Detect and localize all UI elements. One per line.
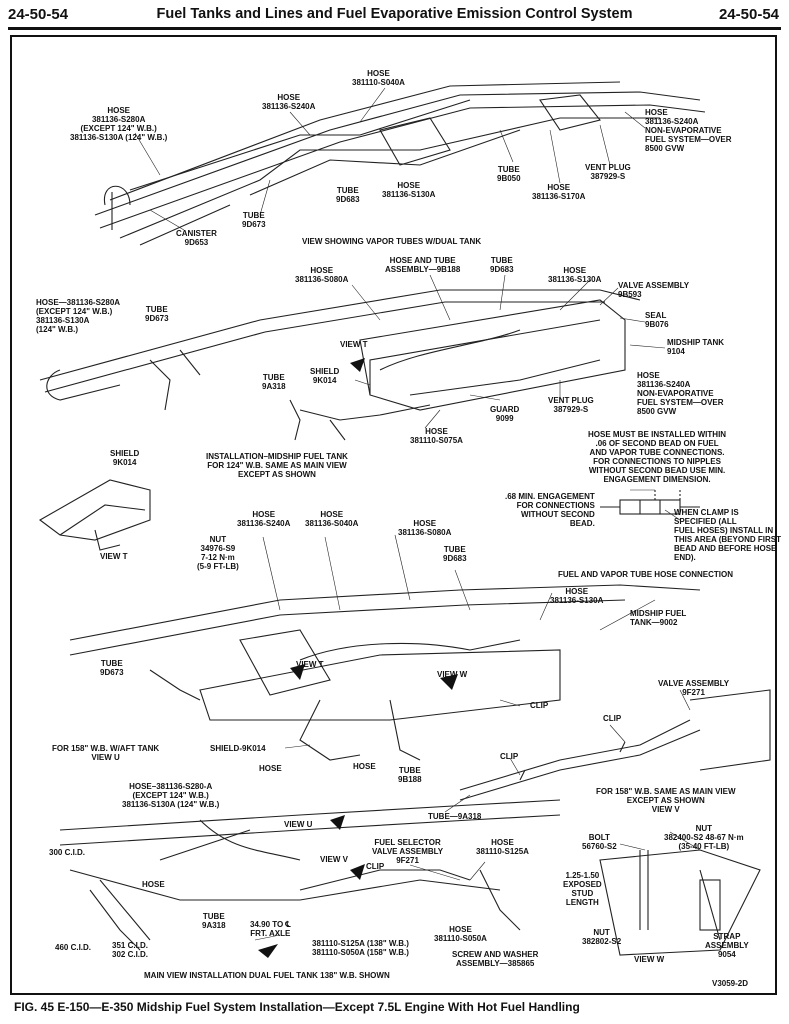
callout-hose-381136-s170a: HOSE 381136-S170A xyxy=(532,183,586,201)
callout-valve-assembly-9b593: VALVE ASSEMBLY 9B593 xyxy=(618,281,690,299)
callout-valve-assembly-9f271: VALVE ASSEMBLY 9F271 xyxy=(658,679,730,697)
callout-view-v-main: VIEW V xyxy=(320,855,349,864)
callout-bolt-56760-s2: BOLT 56760-S2 xyxy=(582,833,617,851)
callout-hose-381136-s130a-aft: HOSE 381136-S130A xyxy=(550,587,604,605)
callout-view-t-shield: SHIELD 9K014 xyxy=(110,449,140,467)
callout-hose-381136-s080a-aft: HOSE 381136-S080A xyxy=(398,519,452,537)
callout-exposed-stud-length: 1.25-1.50 EXPOSED STUD LENGTH xyxy=(563,871,602,907)
page-title: Fuel Tanks and Lines and Fuel Evaporativ… xyxy=(156,6,633,22)
callout-tube-9d683: TUBE 9D683 xyxy=(336,186,360,204)
callout-clip-view-v-b: CLIP xyxy=(500,752,519,761)
callout-tube-9b050: TUBE 9B050 xyxy=(497,165,521,183)
callout-guard-9099: GUARD 9099 xyxy=(490,405,520,423)
callout-hose-381110-s125a: HOSE 381110-S125A xyxy=(476,838,529,856)
callout-min-engagement: .68 MIN. ENGAGEMENT FOR CONNECTIONS WITH… xyxy=(505,492,595,528)
callout-tube-9a318: TUBE 9A318 xyxy=(262,373,286,391)
callout-view-t-aft: VIEW T xyxy=(296,660,324,669)
callout-tube-9a318-main: TUBE 9A318 xyxy=(202,912,226,930)
callout-tube-9d673-midship: TUBE 9D673 xyxy=(145,305,169,323)
callout-hose-381136-s280a: HOSE 381136-S280A (EXCEPT 124" W.B.) 381… xyxy=(70,106,168,142)
main-view-drawing xyxy=(59,799,561,951)
callout-shield-9k014: SHIELD 9K014 xyxy=(310,367,340,385)
callout-shield-9k014-aft: SHIELD-9K014 xyxy=(210,744,266,753)
vapor-tube-drawing xyxy=(94,81,706,246)
header-rule xyxy=(8,27,781,30)
figure-caption: FIG. 45 E-150—E-350 Midship Fuel System … xyxy=(14,1000,580,1014)
callout-hose-381110-s040a: HOSE 381110-S040A xyxy=(352,69,405,87)
callout-nut-382802-s2: NUT 382802-S2 xyxy=(582,928,622,946)
callout-hose-381136-s130a-midship: HOSE 381136-S130A xyxy=(548,266,602,284)
view-t-shield-drawing xyxy=(39,479,151,551)
callout-hose-wheelbase: 381110-S125A (138" W.B.) 381110-S050A (1… xyxy=(312,939,409,957)
callout-hose-381136-s240a: HOSE 381136-S240A xyxy=(262,93,316,111)
callout-460-cid: 460 C.I.D. xyxy=(55,943,92,952)
callout-tube-9d673: TUBE 9D673 xyxy=(242,211,266,229)
hose-installation-note: HOSE MUST BE INSTALLED WITHIN .06 OF SEC… xyxy=(588,430,727,484)
callout-tube-9a318-view-v: TUBE—9A318 xyxy=(428,812,482,821)
view-v-tube-drawing xyxy=(459,689,771,801)
hose-connection-detail xyxy=(600,490,700,515)
callout-vent-plug: VENT PLUG 387929-S xyxy=(585,163,631,181)
aft-tank-drawing xyxy=(69,584,701,761)
view-title-view-v: FOR 158" W.B. SAME AS MAIN VIEW EXCEPT A… xyxy=(596,787,736,814)
callout-300-cid: 300 C.I.D. xyxy=(49,848,86,857)
callout-strap-assembly: STRAP ASSEMBLY 9054 xyxy=(705,932,749,959)
callout-hose-381136-s080a: HOSE 381136-S080A xyxy=(295,266,349,284)
callout-hose-381136-s280-a-main: HOSE–381136-S280-A (EXCEPT 124" W.B.) 38… xyxy=(122,782,220,809)
callout-tube-9b188: TUBE 9B188 xyxy=(398,766,422,784)
callout-clip-aft: CLIP xyxy=(530,701,549,710)
callout-seal-9b076: SEAL 9B076 xyxy=(645,311,669,329)
callout-hose-aft-a: HOSE xyxy=(259,764,282,773)
callout-hose-non-evaporative: HOSE 381136-S240A NON-EVAPORATIVE FUEL S… xyxy=(645,108,732,153)
callout-hose-381110-s050a: HOSE 381110-S050A xyxy=(434,925,487,943)
callout-351-302-cid: 351 C.I.D. 302 C.I.D. xyxy=(112,941,149,959)
view-arrows xyxy=(258,358,458,958)
callout-nut-382400-s2: NUT 382400-S2 48-67 N·m (35-40 FT-LB) xyxy=(664,824,744,851)
callout-clamp-area: WHEN CLAMP IS SPECIFIED (ALL FUEL HOSES)… xyxy=(674,508,781,562)
callout-midship-tank-9104: MIDSHIP TANK 9104 xyxy=(667,338,725,356)
view-title-main-view: MAIN VIEW INSTALLATION DUAL FUEL TANK 13… xyxy=(144,971,390,980)
callout-view-t-arrow: VIEW T xyxy=(340,340,368,349)
leader-lines xyxy=(134,87,701,941)
callout-hose-381136-s280a-midship: HOSE—381136-S280A (EXCEPT 124" W.B.) 381… xyxy=(36,298,121,334)
callout-hose-tube-assembly: HOSE AND TUBE ASSEMBLY—9B188 xyxy=(385,256,461,274)
callout-tube-9d673-aft: TUBE 9D673 xyxy=(100,659,124,677)
callout-vent-plug-midship: VENT PLUG 387929-S xyxy=(548,396,594,414)
callout-clip-view-v-a: CLIP xyxy=(603,714,622,723)
callout-nut-34976-s9: NUT 34976-S9 7-12 N·m (5-9 FT-LB) xyxy=(197,535,239,571)
page-number-left: 24-50-54 xyxy=(8,6,69,23)
midship-tank-drawing xyxy=(39,289,641,441)
callout-view-w-aft: VIEW W xyxy=(437,670,468,679)
view-title-view-w: VIEW W xyxy=(634,955,665,964)
callout-hose-381136-s130a: HOSE 381136-S130A xyxy=(382,181,436,199)
callout-tube-9d683-midship: TUBE 9D683 xyxy=(490,256,514,274)
callout-tube-9d683-aft: TUBE 9D683 xyxy=(443,545,467,563)
view-title-view-t: VIEW T xyxy=(100,552,128,561)
callout-hose-381136-s040a-aft: HOSE 381136-S040A xyxy=(305,510,359,528)
callout-hose-non-evaporative-midship: HOSE 381136-S240A NON-EVAPORATIVE FUEL S… xyxy=(637,371,724,416)
callout-view-u: VIEW U xyxy=(284,820,313,829)
view-title-aft-tank: FOR 158" W.B. W/AFT TANK VIEW U xyxy=(52,744,160,762)
view-title-vapor-tubes: VIEW SHOWING VAPOR TUBES W/DUAL TANK xyxy=(302,237,482,246)
callout-midship-fuel-tank-9002: MIDSHIP FUEL TANK—9002 xyxy=(630,609,687,627)
callout-hose-381136-s240a-aft: HOSE 381136-S240A xyxy=(237,510,291,528)
callout-canister: CANISTER 9D653 xyxy=(176,229,217,247)
figure-frame xyxy=(10,35,777,995)
callout-fuel-selector-valve: FUEL SELECTOR VALVE ASSEMBLY 9F271 xyxy=(372,838,444,865)
callout-hose-381110-s075a: HOSE 381110-S075A xyxy=(410,427,463,445)
view-title-hose-connection: FUEL AND VAPOR TUBE HOSE CONNECTION xyxy=(558,570,733,579)
callout-hose-main: HOSE xyxy=(142,880,165,889)
page-number-right: 24-50-54 xyxy=(718,6,779,23)
view-title-midship-installation: INSTALLATION–MIDSHIP FUEL TANK FOR 124" … xyxy=(206,452,348,479)
callout-screw-washer: SCREW AND WASHER ASSEMBLY—385865 xyxy=(452,950,539,968)
callout-frt-axle: 34.90 TO ℄ FRT. AXLE xyxy=(250,920,291,938)
callout-hose-aft-b: HOSE xyxy=(353,762,376,771)
callout-clip-main: CLIP xyxy=(366,862,385,871)
figure-code: V3059-2D xyxy=(712,979,749,988)
view-w-strap-drawing xyxy=(599,849,761,956)
page-header: 24-50-54 Fuel Tanks and Lines and Fuel E… xyxy=(0,0,789,30)
